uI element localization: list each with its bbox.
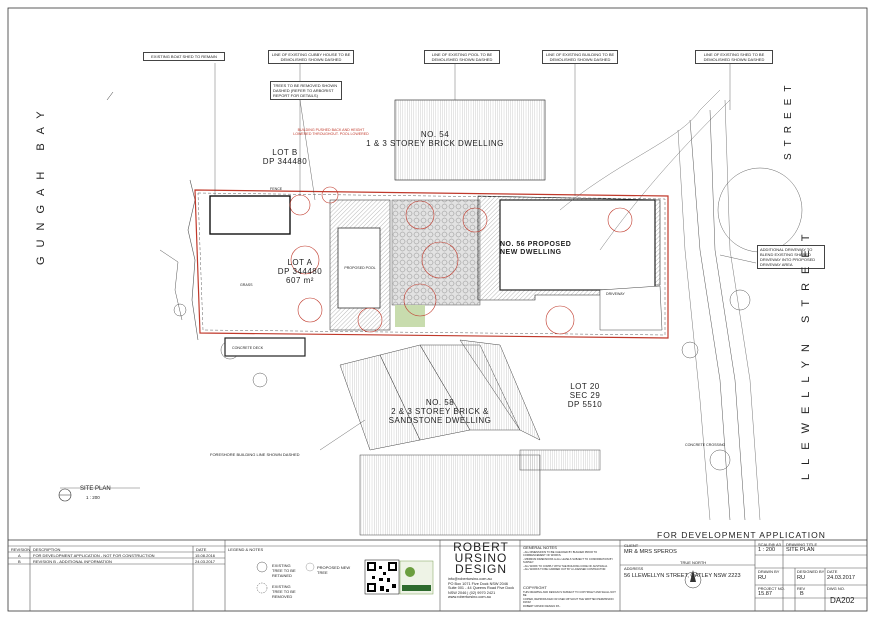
dwg-no-label: DWG NO. bbox=[827, 586, 845, 591]
rev-value: B bbox=[800, 591, 804, 597]
copyright-line-3: ROBERT URSINO DESIGN P/L. bbox=[523, 604, 561, 608]
label-driveway: DRIVEWAY bbox=[606, 292, 625, 296]
general-note-3: - ALL WORK TO COMPLY WITH THE BUILDING C… bbox=[523, 564, 608, 568]
general-note-2: - MINIMUM DIMENSIONS & ALL LEVELS SUBJEC… bbox=[523, 557, 613, 565]
rev-label: REV bbox=[797, 586, 806, 591]
label-fence: FENCE bbox=[270, 187, 283, 191]
address-value: 56 LLEWELLYN STREET, OATLEY NSW 2223 bbox=[624, 573, 741, 579]
accreditation-badge-icon bbox=[399, 560, 434, 595]
rev-row-a-desc: FOR DEVELOPMENT APPLICATION - NOT FOR CO… bbox=[33, 553, 155, 558]
company-name-2: URSINO bbox=[454, 551, 508, 565]
date-value: 24.03.2017 bbox=[827, 575, 855, 581]
rev-row-b-date: 24.03.2017 bbox=[195, 559, 216, 564]
label-no54: NO. 54 1 & 3 STOREY BRICK DWELLING bbox=[366, 130, 504, 148]
paper-size: @ A3 bbox=[771, 542, 781, 547]
note-trees: TREES TO BE REMOVED SHOWN DASHED (REFER … bbox=[270, 81, 342, 100]
label-no58: NO. 58 2 & 3 STOREY BRICK & SANDSTONE DW… bbox=[388, 398, 492, 425]
legend-title: LEGEND & NOTES bbox=[228, 547, 264, 552]
site-plan-caption: SITE PLAN bbox=[80, 486, 111, 492]
note-building-pushed: BUILDING PUSHED BACK AND HEIGHT LOWERED … bbox=[293, 128, 369, 137]
client-label: CLIENT bbox=[624, 543, 639, 548]
label-proposed-pool: PROPOSED POOL bbox=[344, 266, 376, 270]
project-no-label: PROJECT NO. bbox=[758, 586, 785, 591]
address-label: ADDRESS bbox=[624, 566, 644, 571]
date-label: DATE bbox=[827, 569, 838, 574]
true-north-icon bbox=[684, 570, 702, 589]
general-note-1: - ALL DIMENSIONS TO BE CHECKED BY BUILDE… bbox=[523, 551, 598, 558]
label-llewellyn-street: LLEWELLYN STREET bbox=[800, 225, 812, 480]
copyright-title: COPYRIGHT bbox=[523, 585, 547, 590]
rev-header-revision: REVISION bbox=[11, 547, 31, 552]
note-cubby-house: LINE OF EXISTING CUBBY HOUSE TO BE DEMOL… bbox=[268, 50, 354, 64]
general-notes-body: - ALL DIMENSIONS TO BE CHECKED BY BUILDE… bbox=[523, 551, 618, 571]
scale-value: 1 : 200 bbox=[758, 547, 776, 553]
drawn-by-value: RU bbox=[758, 575, 767, 581]
company-name-3: DESIGN bbox=[454, 562, 507, 576]
qr-code-icon bbox=[364, 559, 400, 595]
note-pool-line: LINE OF EXISTING POOL TO BE DEMOLISHED S… bbox=[424, 50, 500, 64]
company-name-1: ROBERT bbox=[453, 540, 509, 554]
rev-row-b-desc: REVISION B - ADDITIONAL INFORMATION bbox=[33, 559, 112, 564]
label-lot20: LOT 20 SEC 29 DP 5510 bbox=[567, 382, 603, 409]
client-value: MR & MRS SPEROS bbox=[624, 549, 677, 555]
designed-by-value: RU bbox=[797, 575, 806, 581]
true-north-label: TRUE NORTH bbox=[680, 560, 707, 565]
legend-item-removed: EXISTING TREE TO BE REMOVED bbox=[272, 584, 296, 599]
site-plan-scale: 1 : 200 bbox=[86, 495, 100, 500]
note-foreshore: FORESHORE BUILDING LINE SHOWN DASHED bbox=[208, 451, 332, 458]
rev-header-description: DESCRIPTION bbox=[33, 547, 61, 552]
copyright-body: THIS DRAWING AND DESIGN IS SUBJECT TO CO… bbox=[523, 591, 618, 608]
legend-item-new: PROPOSED NEW TREE bbox=[317, 565, 351, 575]
note-boat-shed: EXISTING BOAT SHED TO REMAIN bbox=[143, 52, 225, 61]
label-no56: NO. 56 PROPOSED NEW DWELLING bbox=[500, 241, 572, 256]
label-concrete-deck: CONCRETE DECK bbox=[232, 346, 264, 350]
copyright-line-1: THIS DRAWING AND DESIGN IS SUBJECT TO CO… bbox=[523, 591, 616, 598]
legend-item-retained: EXISTING TREE TO BE RETAINED bbox=[272, 563, 296, 578]
copyright-line-2: COPIED, REPRODUCED OR USED WITHOUT THE W… bbox=[523, 597, 614, 605]
section-marker-icon bbox=[58, 488, 72, 502]
drawing-title-value: SITE PLAN bbox=[786, 547, 815, 553]
designed-by-label: DESIGNED BY bbox=[797, 569, 825, 574]
note-shed-line: LINE OF EXISTING SHED TO BE DEMOLISHED S… bbox=[695, 50, 773, 64]
project-no-value: 15.87 bbox=[758, 591, 772, 597]
north-arrow-icon bbox=[106, 91, 114, 101]
label-street-top: STREET bbox=[783, 78, 794, 160]
development-application-banner: FOR DEVELOPMENT APPLICATION bbox=[657, 530, 826, 540]
label-lot-b: LOT B DP 344480 bbox=[262, 148, 308, 166]
note-building-line: LINE OF EXISTING BUILDING TO BE DEMOLISH… bbox=[542, 50, 618, 64]
note-additional-driveway: ADDITIONAL DRIVEWAY TO BLEND EXISTING SH… bbox=[757, 245, 825, 269]
label-crossing: CONCRETE CROSSING bbox=[685, 443, 726, 447]
company-logo: ROBERT URSINO DESIGN bbox=[446, 540, 516, 576]
rev-row-a-id: A bbox=[18, 553, 21, 558]
company-contact: info@robertursino.com.au PO Box 1071 Fiv… bbox=[448, 577, 515, 600]
label-lot-a: LOT A DP 344480 607 m² bbox=[277, 258, 323, 285]
label-gungah-bay: GUNGAH BAY bbox=[35, 102, 47, 265]
label-grass: GRASS bbox=[240, 283, 253, 287]
drawing-title-label: DRAWING TITLE bbox=[786, 542, 818, 547]
rev-row-b-id: B bbox=[18, 559, 21, 564]
general-note-4: - ALL WORKS TO BE CARRIED OUT BY A LICEN… bbox=[523, 568, 607, 572]
rev-row-a-date: 15.08.2016 bbox=[195, 553, 216, 558]
general-notes-title: GENERAL NOTES bbox=[523, 545, 557, 550]
scale-label: SCALE bbox=[758, 542, 772, 547]
dwg-no-value: DA202 bbox=[830, 596, 855, 605]
rev-header-date: DATE bbox=[196, 547, 207, 552]
drawn-by-label: DRAWN BY bbox=[758, 569, 780, 574]
